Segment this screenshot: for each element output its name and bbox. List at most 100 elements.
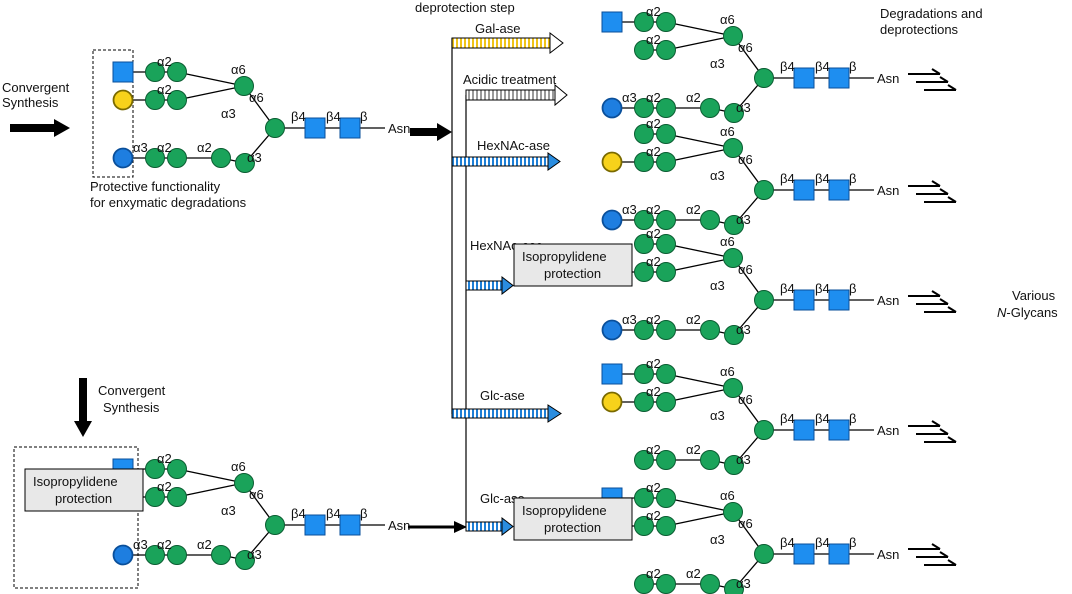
- mannose-icon: [724, 103, 744, 123]
- linkage-label: α2: [646, 508, 661, 523]
- linkage-label: α3: [710, 168, 725, 183]
- linkage-label: β: [360, 506, 367, 521]
- mannose-icon: [167, 90, 187, 110]
- half-arrow-head: [939, 551, 949, 558]
- arrow-hexnacase-2: [465, 275, 514, 296]
- linkage-label: α3: [736, 100, 751, 115]
- mannose-icon: [754, 68, 774, 88]
- glycosidic-bond: [665, 21, 734, 37]
- mannose-icon: [634, 210, 654, 230]
- linkage-label: α2: [157, 82, 172, 97]
- linkage-label: α2: [646, 566, 661, 581]
- isopropylidene-box: [513, 497, 633, 541]
- linkage-label: α3: [133, 537, 148, 552]
- glcnac-square-icon: [339, 514, 361, 536]
- glcnac-square-icon: [793, 419, 815, 441]
- linkage-label: β4: [780, 59, 795, 74]
- protective-note-line1: Protective functionality: [90, 179, 221, 194]
- mannose-icon: [167, 487, 187, 507]
- linkage-label: α3: [247, 150, 262, 165]
- mannose-icon: [145, 90, 165, 110]
- mannose-icon: [656, 392, 676, 412]
- mannose-icon: [235, 550, 255, 570]
- linkage-label: α3: [221, 503, 236, 518]
- linkage-label: β4: [326, 506, 341, 521]
- mannose-icon: [167, 459, 187, 479]
- mannose-icon: [754, 544, 774, 564]
- linkage-label: α2: [646, 116, 661, 131]
- linkage-label: β: [849, 411, 856, 426]
- glcnac-square-icon: [112, 61, 134, 83]
- mannose-icon: [700, 210, 720, 230]
- linkage-label: α3: [710, 532, 725, 547]
- linkage-label: α3: [736, 576, 751, 591]
- convergent2-label-line1: Convergent: [98, 383, 166, 398]
- linkage-label: β4: [326, 109, 341, 124]
- mannose-icon: [211, 148, 231, 168]
- glycosidic-bond: [665, 243, 734, 259]
- mannose-icon: [634, 364, 654, 384]
- galactose-circle-icon: [601, 151, 623, 173]
- linkage-label: β4: [815, 59, 830, 74]
- mannose-icon: [634, 40, 654, 60]
- arrow-acidic: [465, 83, 568, 107]
- convergent-synthesis-label-top: Convergent Synthesis: [2, 80, 70, 110]
- linkage-label: α2: [197, 140, 212, 155]
- half-arrow-head: [947, 306, 957, 313]
- mannose-icon: [723, 502, 743, 522]
- mannose-icon: [724, 215, 744, 235]
- half-arrow-head: [931, 180, 941, 187]
- linkage-label: α6: [720, 124, 735, 139]
- half-arrow-head: [947, 84, 957, 91]
- arrow-galase: [451, 31, 564, 55]
- mannose-icon: [700, 320, 720, 340]
- glucose-circle-icon: [601, 209, 623, 231]
- degradations-label-line1: Degradations and: [880, 6, 983, 21]
- linkage-label: α2: [646, 144, 661, 159]
- linkage-label: α2: [646, 480, 661, 495]
- linkage-label: α3: [221, 106, 236, 121]
- linkage-label: α6: [249, 487, 264, 502]
- linkage-label: α6: [231, 62, 246, 77]
- linkage-label: α2: [686, 202, 701, 217]
- half-arrow-head: [931, 290, 941, 297]
- glcnac-square-icon: [828, 419, 850, 441]
- half-arrow-head: [939, 428, 949, 435]
- half-arrow-head: [939, 188, 949, 195]
- mannose-icon: [634, 152, 654, 172]
- isopropylidene-box: [513, 243, 633, 287]
- half-arrow-head: [931, 543, 941, 550]
- protective-dashed-box: [92, 49, 134, 178]
- mannose-icon: [211, 545, 231, 565]
- mannose-icon: [634, 320, 654, 340]
- linkage-label: α6: [720, 488, 735, 503]
- linkage-label: β: [849, 59, 856, 74]
- mannose-icon: [634, 124, 654, 144]
- glcnac-square-icon: [793, 543, 815, 565]
- mannose-icon: [656, 152, 676, 172]
- mannose-icon: [754, 180, 774, 200]
- mannose-icon: [723, 248, 743, 268]
- glycosidic-bond: [665, 133, 734, 149]
- mannose-icon: [167, 545, 187, 565]
- mannose-icon: [634, 12, 654, 32]
- asn-label: Asn: [877, 423, 899, 438]
- linkage-label: α6: [720, 12, 735, 27]
- mannose-icon: [724, 325, 744, 345]
- enzyme-label-hexnacase-1: HexNAc-ase: [477, 138, 550, 153]
- half-arrow-head: [931, 68, 941, 75]
- linkage-label: α2: [686, 312, 701, 327]
- linkage-label: α2: [646, 4, 661, 19]
- galactose-circle-icon: [601, 391, 623, 413]
- mannose-icon: [634, 488, 654, 508]
- deprotection-step-label: deprotection step: [415, 0, 515, 15]
- isopropylidene-dashed-box: [13, 446, 139, 589]
- glcnac-square-icon: [828, 543, 850, 565]
- various-label: Various: [1012, 288, 1056, 303]
- isopropylidene-label-line2: protection: [544, 520, 601, 535]
- mannose-icon: [656, 364, 676, 384]
